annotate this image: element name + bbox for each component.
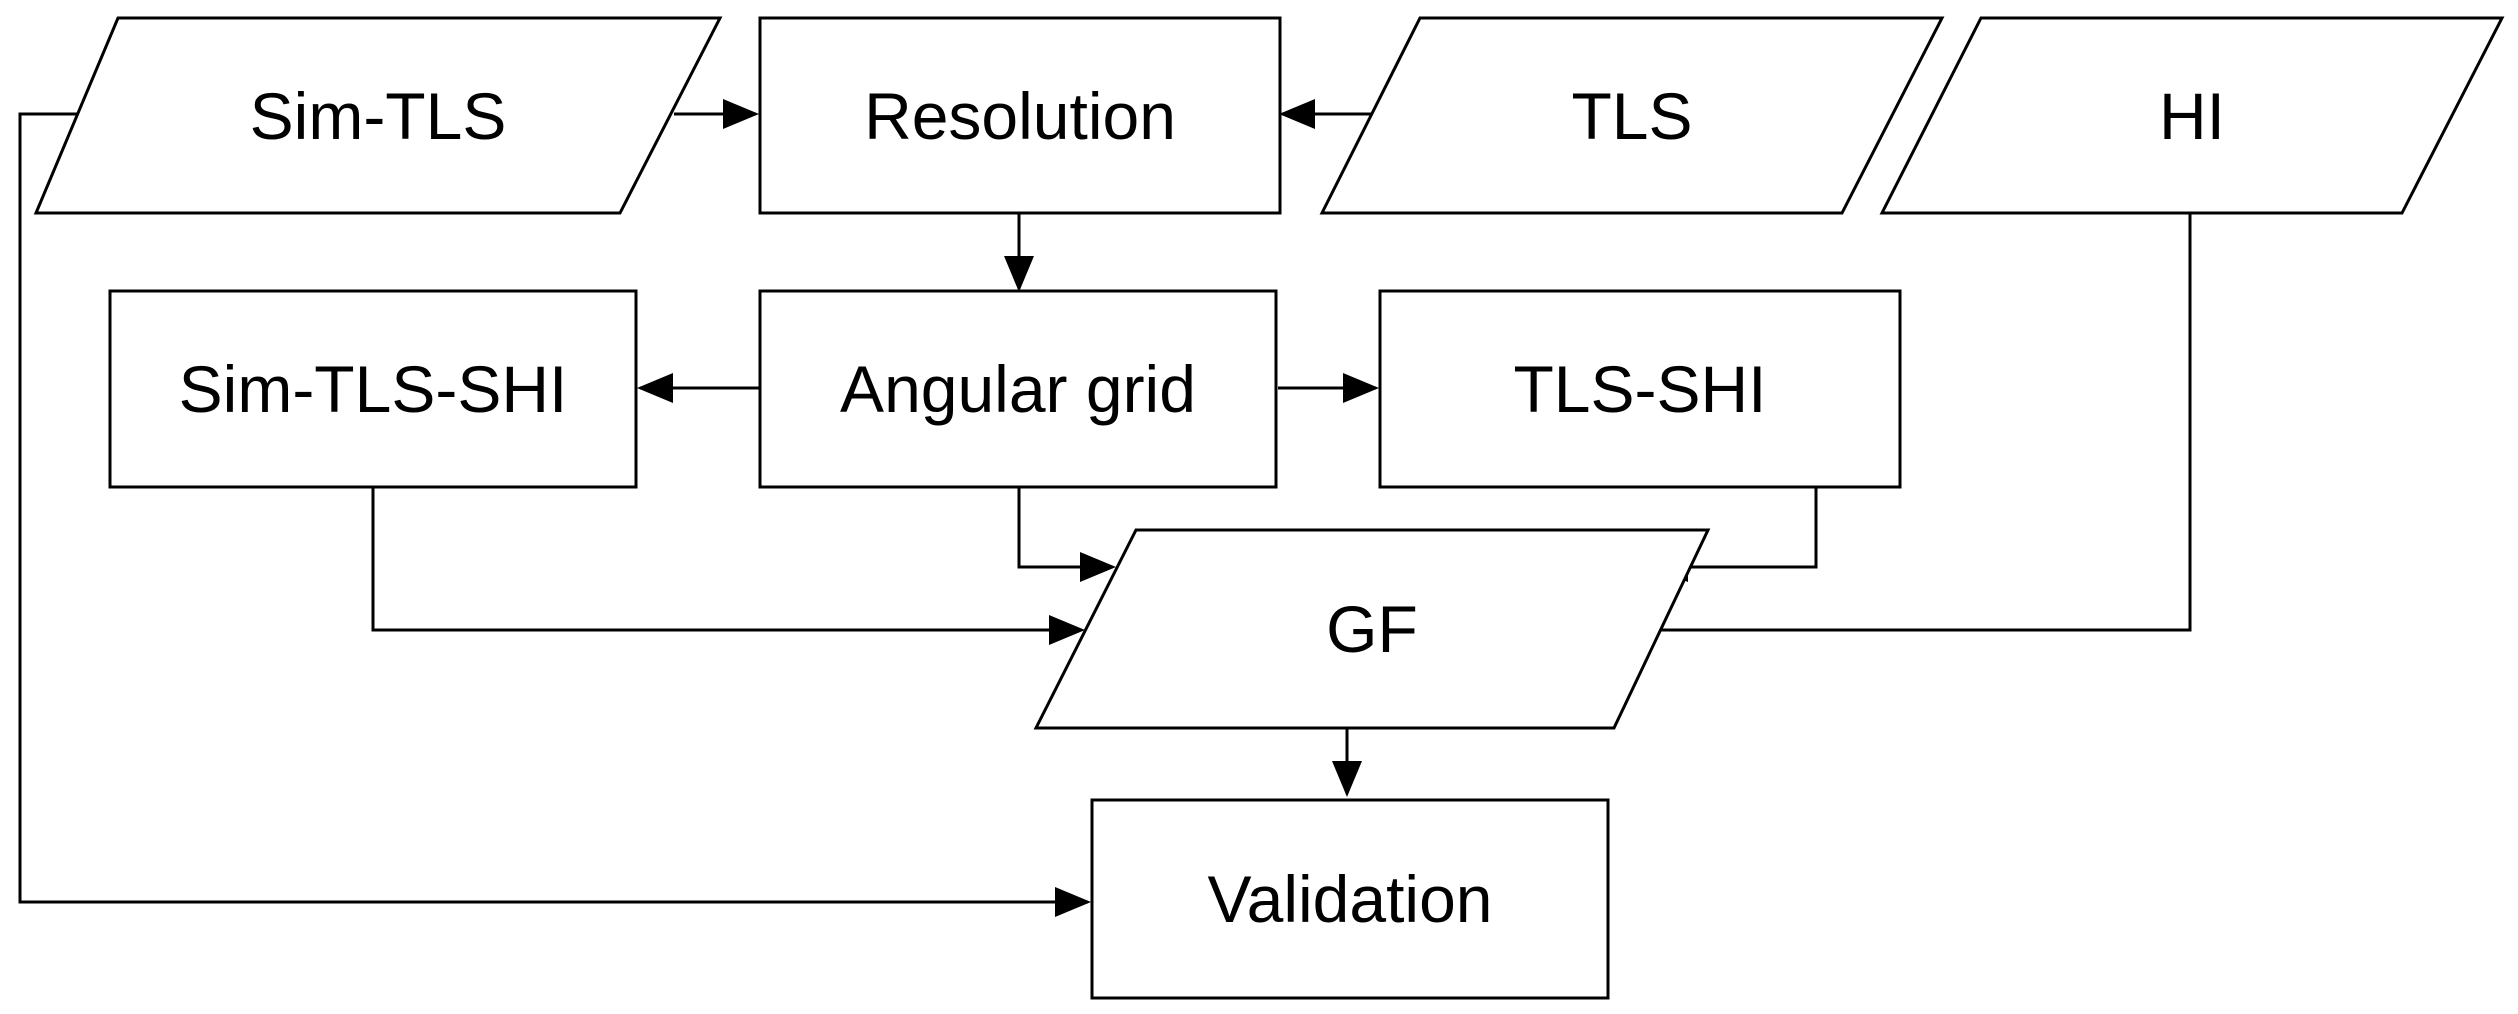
node-sim-tls-shi: Sim-TLS-SHI: [108, 289, 638, 489]
node-validation: Validation: [1090, 798, 1610, 1000]
rectangle-shape: [108, 289, 638, 489]
node-label-hi: HI: [2159, 79, 2225, 153]
rectangle-shape: [758, 289, 1278, 489]
edges: [18, 99, 2192, 917]
node-label-sim-tls-shi: Sim-TLS-SHI: [179, 352, 568, 426]
node-label-gf: GF: [1326, 592, 1418, 666]
node-tls-shi: TLS-SHI: [1378, 289, 1902, 489]
node-angular-grid: Angular grid: [758, 289, 1278, 489]
node-label-validation: Validation: [1208, 862, 1493, 936]
rectangle-shape: [1090, 798, 1610, 1000]
node-label-tls-shi: TLS-SHI: [1513, 352, 1766, 426]
edge-tls-shi-to-gf: [1652, 487, 1818, 582]
node-label-angular-grid: Angular grid: [840, 352, 1196, 426]
parallelogram-shape: [1033, 528, 1711, 730]
rectangle-shape: [1378, 289, 1902, 489]
node-label-sim-tls: Sim-TLS: [250, 79, 507, 153]
parallelogram-shape: [33, 16, 723, 215]
node-gf: GF: [1033, 528, 1711, 730]
node-label-tls: TLS: [1571, 79, 1692, 153]
node-resolution: Resolution: [758, 16, 1282, 215]
rectangle-shape: [758, 16, 1282, 215]
edge-hi-to-gf: [1614, 213, 2192, 645]
parallelogram-shape: [1879, 16, 2505, 215]
node-tls: TLS: [1319, 16, 1945, 215]
edge-sim-tls-to-validation: [18, 112, 1091, 917]
edge-angular-grid-to-gf: [1017, 487, 1116, 582]
node-label-resolution: Resolution: [864, 79, 1176, 153]
edge-sim-tls-shi-to-gf: [371, 487, 1085, 645]
parallelogram-shape: [1319, 16, 1945, 215]
node-hi: HI: [1879, 16, 2505, 215]
node-sim-tls: Sim-TLS: [33, 16, 723, 215]
